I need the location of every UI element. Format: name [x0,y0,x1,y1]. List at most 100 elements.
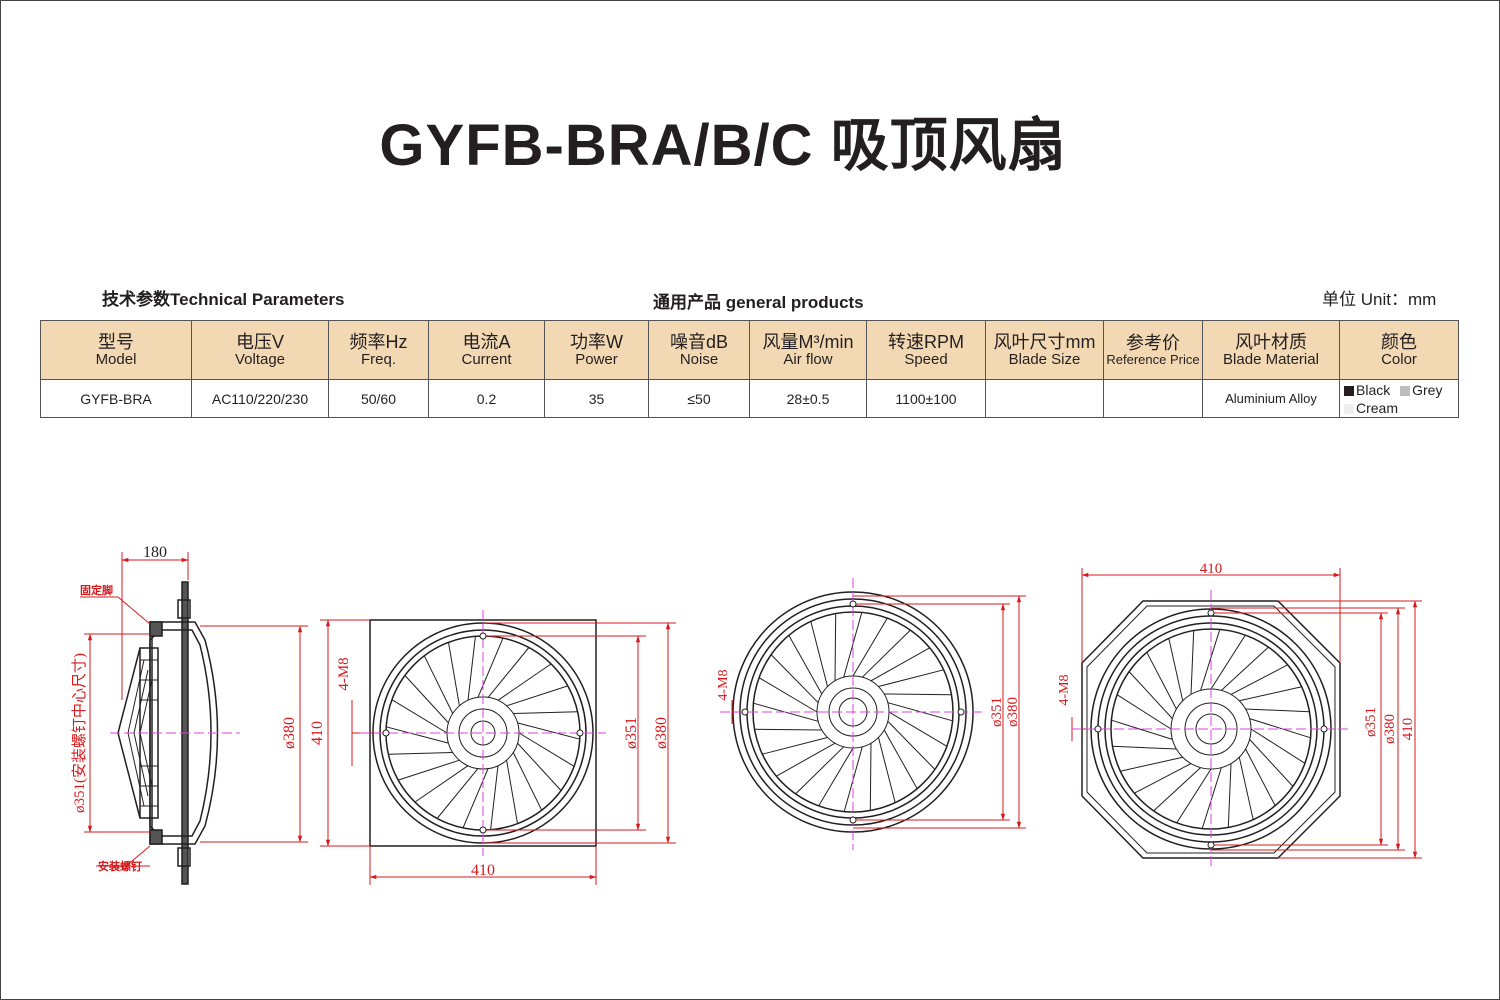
cell-speed: 1100±100 [866,379,986,418]
tech-params-label: 技术参数Technical Parameters [102,290,345,309]
fan-blade-line [878,737,896,803]
fan-blade-line [869,743,872,811]
color-cream-label: Cream [1356,399,1399,416]
octagon-holes-label: 4-M8 [1057,674,1072,705]
fan-blade-line [518,732,575,767]
fan-blade-line [506,685,568,707]
black-swatch [1344,385,1354,396]
fan-blade-line [810,621,828,687]
fan-blade-line [1116,694,1172,730]
fan-blade-line [1249,739,1294,787]
fan-blade-line [870,647,930,682]
fan-blade-line [462,768,489,829]
fan-blade-line [398,759,460,781]
square-dia380-label: ø380 [653,717,670,749]
cell-price [1103,379,1203,418]
side-dia380-label: ø380 [281,717,298,749]
unit-label: 单位 Unit：mm [1322,290,1437,309]
fan-blade-line [758,677,818,713]
octagon-dia351-label: ø351 [1363,707,1379,737]
fan-blade-line [1245,748,1276,806]
fan-blade-line [1111,719,1173,740]
square-blades [386,636,580,830]
cream-swatch [1344,403,1354,414]
cell-material: Aluminium Alloy [1202,379,1340,418]
fan-blade-line [818,747,854,807]
fan-blade-line [490,765,499,830]
cell-model: GYFB-BRA [40,379,192,418]
fan-blade-line [788,635,823,695]
fan-blade-line [517,722,580,740]
fan-blade-line [887,720,936,770]
fan-blade-line [423,655,454,714]
fan-blade-line [487,647,530,698]
octagon-mount-holes [1094,609,1328,849]
side-view-dimensions [80,552,308,867]
fan-blade-line [834,613,837,681]
square-width-label: 410 [471,862,495,879]
octagon-centerlines [1072,590,1350,868]
technical-drawings: 180 固定脚 安装螺钉 ø380 ø351(安装螺钉中心尺寸) 410 [71,544,1422,885]
fan-blade-line [1239,686,1302,702]
color-black-label: Black [1356,381,1391,398]
fan-blade-line [1221,646,1269,691]
cell-current: 0.2 [428,379,545,418]
fan-blade-line [762,737,828,755]
side-dia351-label: ø351(安装螺钉中心尺寸) [71,653,88,813]
round-view-dimensions [731,595,1026,829]
fan-blade-line [1200,629,1221,691]
fan-blade-line [843,612,863,678]
fan-blade-line [754,728,822,731]
octagon-blades [1111,629,1311,829]
fan-blade-line [1168,638,1184,701]
fan-blade-line [512,752,543,811]
page-title: GYFB-BRA/B/C 吸顶风扇 [379,113,1067,178]
install-screw-label: 安装螺钉 [98,859,142,873]
general-products-label: 通用产品 general products [653,293,864,312]
fan-blade-line [386,726,449,744]
fan-blade-line [517,742,562,791]
fan-blade-line [1245,708,1310,713]
cell-freq: 50/60 [328,379,429,418]
side-depth-label: 180 [143,544,167,561]
cell-power: 35 [544,379,649,418]
fan-blade-line [1134,763,1192,794]
fan-blade-line [388,752,453,755]
fan-blade-line [1120,756,1183,772]
square-holes-label: 4-M8 [336,657,352,690]
fan-blade-line [878,669,944,687]
fan-blade-line [1249,718,1311,739]
square-mount-holes [382,632,584,834]
cell-noise: ≤50 [648,379,750,418]
fan-blade-line [477,637,504,698]
fan-blade-line [467,636,476,701]
fan-blade-line [448,642,460,706]
color-grey-label: Grey [1412,381,1443,398]
octagon-width-label: 410 [1200,561,1223,577]
fan-blade-line [1238,757,1254,820]
round-blades [753,612,953,812]
fan-blade-line [391,699,448,734]
round-dia380-label: ø380 [1005,697,1021,727]
square-centerlines [360,610,606,856]
round-holes-label: 4-M8 [716,669,731,700]
fan-blade-line [1190,630,1195,695]
fixing-foot-label: 固定脚 [80,583,113,597]
fan-blade-line [404,675,449,724]
fan-blade-line [852,617,888,677]
fan-blade-line [1201,767,1222,829]
square-dia351-label: ø351 [623,717,640,749]
round-dia351-label: ø351 [989,697,1005,727]
cell-voltage: AC110/220/230 [191,379,329,418]
